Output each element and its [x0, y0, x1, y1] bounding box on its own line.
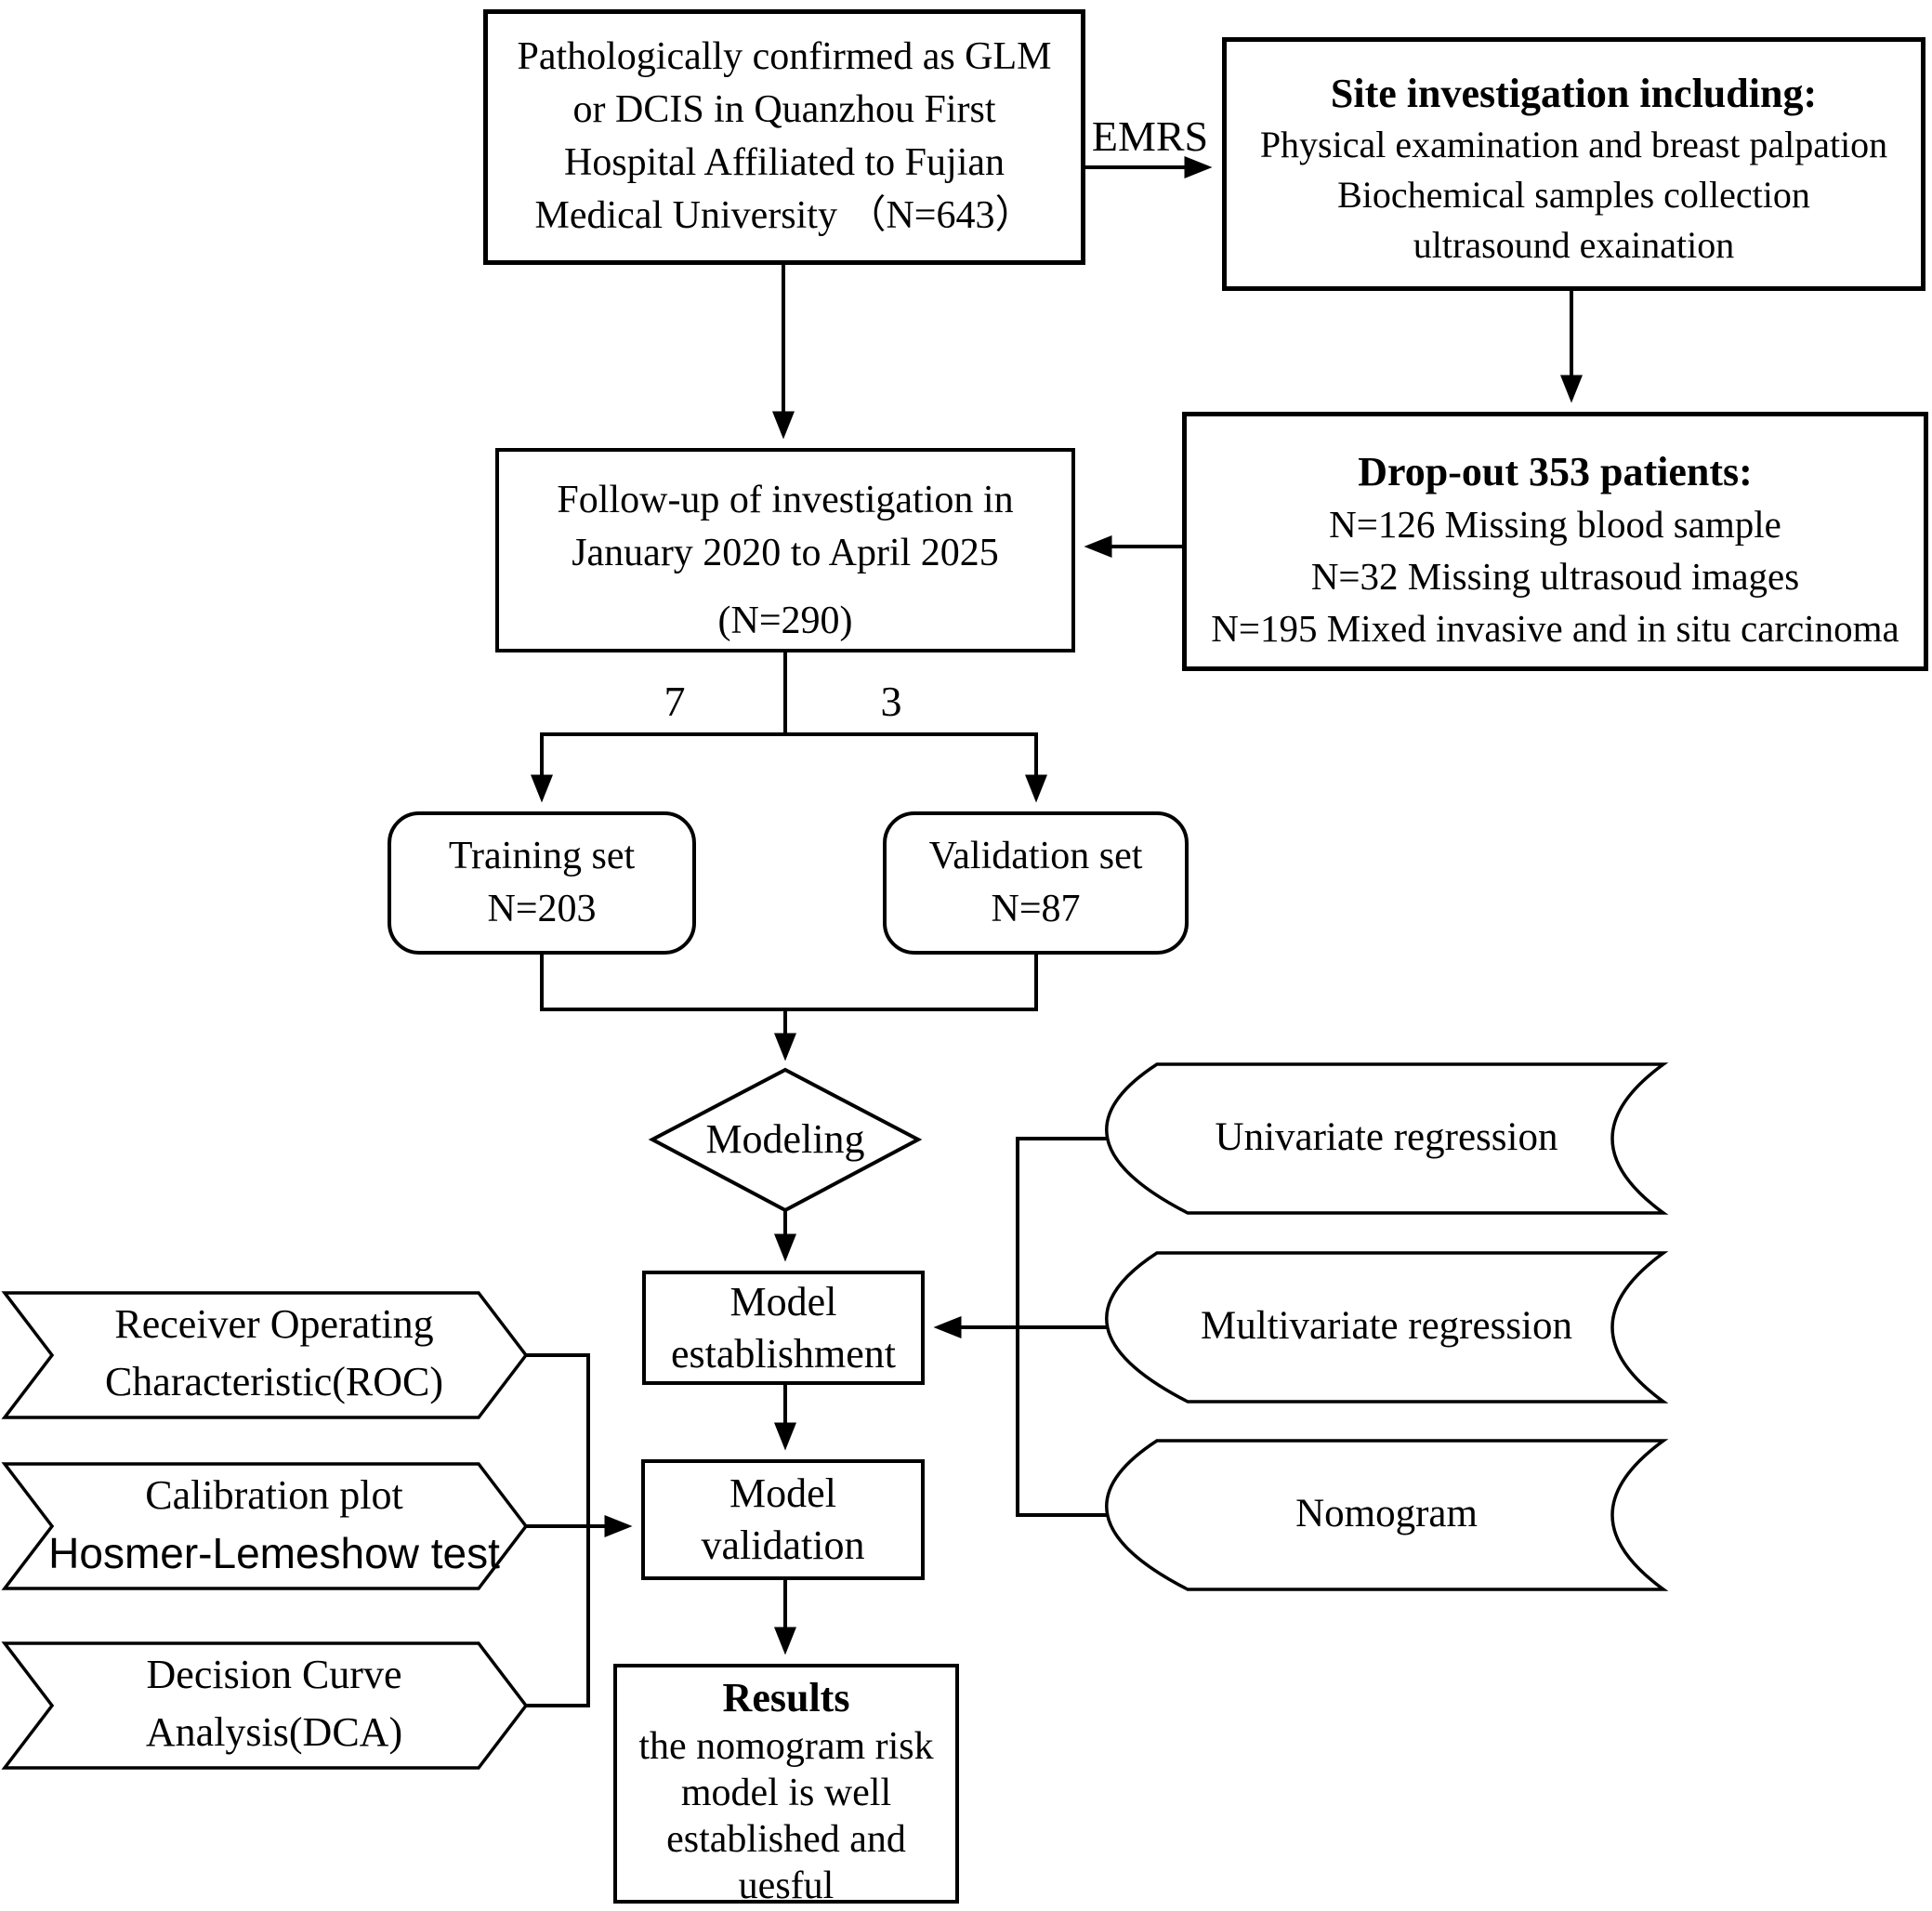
node-text-line: uesful [738, 1865, 835, 1907]
node-text-line: Hosmer-Lemeshow test [48, 1529, 500, 1577]
nomogram-banner-label: Nomogram [1295, 1492, 1478, 1535]
node-text-line: N=126 Missing blood sample [1329, 503, 1781, 546]
node-text-line: or DCIS in Quanzhou First [572, 88, 996, 131]
node-drop-out: Drop-out 353 patients: N=126 Missing blo… [1182, 412, 1928, 671]
univariate-banner-label: Univariate regression [1215, 1115, 1558, 1159]
node-n-count: N=203 [487, 888, 597, 930]
multivariate-banner-shape [1105, 1251, 1669, 1404]
node-results: Results the nomogram risk model is well … [613, 1664, 959, 1907]
nomogram-banner-shape [1105, 1439, 1669, 1591]
multivariate-banner-label: Multivariate regression [1200, 1304, 1573, 1348]
node-text-line: established and [666, 1818, 906, 1861]
node-site-investigation: Site investigation including: Physical e… [1222, 37, 1925, 291]
node-text-line: establishment [671, 1330, 896, 1377]
node-training-set: Training set N=203 [388, 811, 696, 955]
node-text-line: Calibration plot [145, 1472, 403, 1518]
node-title: Results [722, 1675, 850, 1720]
node-text-line: Follow-up of investigation in [557, 479, 1014, 521]
node-text-line: Biochemical samples collection [1337, 174, 1810, 216]
roc-chevron-label: Receiver Operating Characteristic(ROC) [37, 1296, 511, 1411]
node-text-line: Receiver Operating [114, 1301, 434, 1347]
node-text-line: Hospital Affiliated to Fujian [563, 141, 1005, 184]
node-text-line: validation [701, 1522, 865, 1568]
dca-chevron-label: Decision Curve Analysis(DCA) [37, 1646, 511, 1761]
edge-label-seven: 7 [664, 678, 686, 725]
node-text-line: Training set [448, 835, 636, 877]
node-title: Site investigation including: [1330, 71, 1818, 116]
edge-merge [540, 955, 1038, 1011]
node-text-line: N=195 Mixed invasive and in situ carcino… [1211, 607, 1899, 650]
roc-chevron-shape [1, 1291, 529, 1419]
node-model-establishment: Model establishment [642, 1271, 925, 1385]
node-text-line: N=32 Missing ultrasoud images [1310, 555, 1800, 598]
node-follow-up: Follow-up of investigation in January 20… [495, 448, 1075, 652]
node-text-line: Characteristic(ROC) [104, 1359, 444, 1404]
node-text-line: Model [729, 1278, 837, 1325]
modeling-diamond-label: Modeling [705, 1116, 865, 1162]
dca-chevron-shape [1, 1641, 529, 1770]
node-text-line: Validation set [928, 835, 1143, 877]
edge-split [531, 732, 1047, 803]
node-text-line: model is well [680, 1772, 892, 1814]
node-text-line: Analysis(DCA) [145, 1709, 403, 1755]
modeling-diamond-shape [648, 1067, 923, 1213]
node-n-count: N=87 [991, 888, 1081, 930]
node-validation-set: Validation set N=87 [883, 811, 1189, 955]
node-text-line: Physical examination and breast palpatio… [1259, 124, 1888, 165]
node-text-line: Model [729, 1470, 836, 1516]
node-text-line: January 2020 to April 2025 [572, 532, 999, 574]
node-n-count: (N=290) [717, 600, 853, 642]
node-model-validation: Model validation [641, 1459, 925, 1580]
calibration-chevron-label: Calibration plot Hosmer-Lemeshow test [28, 1467, 520, 1582]
edge-label-emrs: EMRS [1091, 112, 1209, 160]
node-text-line: Medical University （N=643） [534, 194, 1034, 237]
edge-label-three: 3 [880, 678, 902, 725]
node-text-line: Decision Curve [146, 1652, 402, 1697]
node-text-line: Pathologically confirmed as GLM [517, 35, 1052, 78]
node-title: Drop-out 353 patients: [1358, 449, 1753, 494]
node-text-line: ultrasound exaination [1413, 224, 1735, 266]
edge-left-connector [526, 1353, 590, 1707]
calibration-chevron-shape [1, 1462, 529, 1590]
univariate-banner-shape [1105, 1062, 1669, 1215]
node-text-line: the nomogram risk [638, 1725, 934, 1768]
node-pathologically-confirmed: Pathologically confirmed as GLM or DCIS … [483, 9, 1085, 265]
